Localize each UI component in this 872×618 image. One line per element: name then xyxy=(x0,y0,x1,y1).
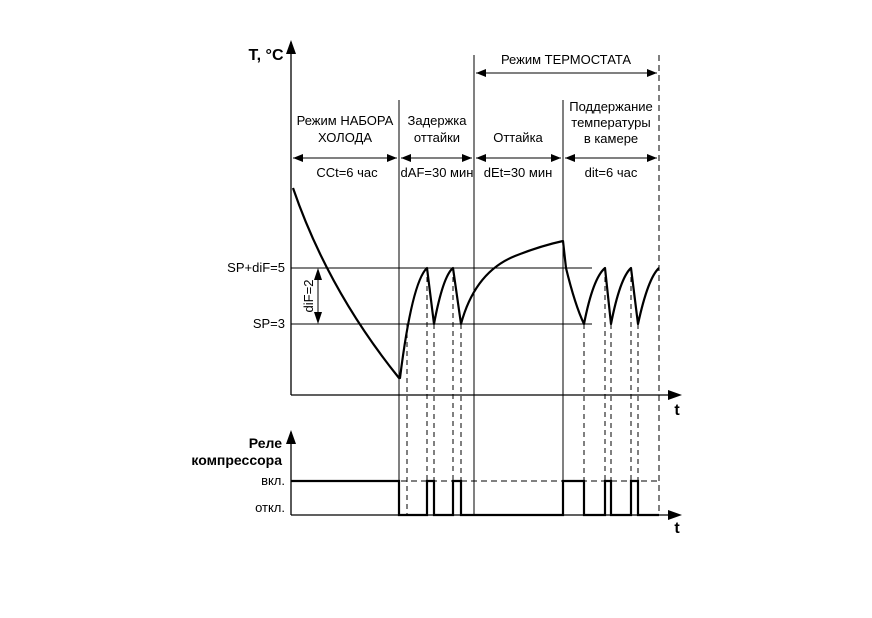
phase-1-duration: CCt=6 час xyxy=(316,165,378,180)
phase-2-name-line-1: Задержка xyxy=(407,113,467,128)
phase-2-name-line-2: оттайки xyxy=(414,130,460,145)
phase-3-name-line-1: Оттайка xyxy=(493,130,543,145)
hysteresis-label: diF=2 xyxy=(301,280,316,313)
time-axis-label: t xyxy=(674,402,680,419)
phase-1-name-line-2: ХОЛОДА xyxy=(318,130,372,145)
temperature-axis-label: Т, °С xyxy=(248,47,283,64)
relay-off-label: откл. xyxy=(255,500,285,515)
phase-1-name-line-1: Режим НАБОРА xyxy=(297,113,394,128)
relay-time-axis-label: t xyxy=(674,520,680,537)
switch-guide-lines xyxy=(406,268,639,515)
phase-2-duration: dAF=30 мин xyxy=(401,165,474,180)
phase-3-duration: dEt=30 мин xyxy=(484,165,553,180)
lower-level-label: SP=3 xyxy=(253,316,285,331)
relay-signal xyxy=(291,479,659,517)
thermostat-mode-label: Режим ТЕРМОСТАТА xyxy=(501,52,631,67)
phase-4-duration: dit=6 час xyxy=(585,165,638,180)
relay-title-line-1: Реле xyxy=(249,435,282,451)
relay-title-line-2: компрессора xyxy=(191,452,282,468)
temperature-curve xyxy=(291,187,660,380)
phase-4-name-line-1: Поддержание xyxy=(569,99,653,114)
phase-4-name-line-2: температуры xyxy=(571,115,650,130)
phase-4-name-line-3: в камере xyxy=(584,131,638,146)
upper-level-label: SP+diF=5 xyxy=(227,260,285,275)
relay-on-label: вкл. xyxy=(261,473,285,488)
